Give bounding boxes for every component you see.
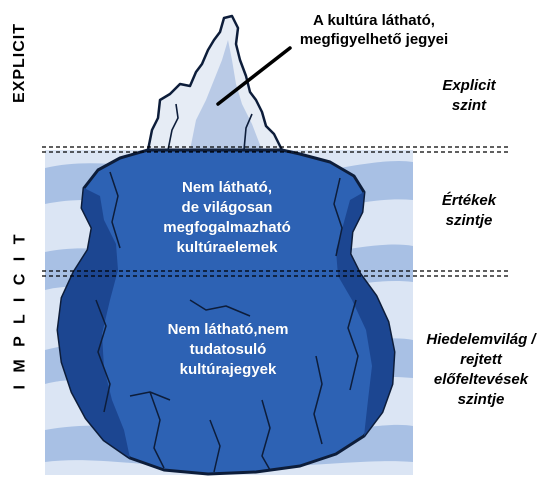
level-label-beliefs: Hiedelemvilág / rejtett előfeltevések sz…: [426, 330, 535, 410]
level-label-line: szintje: [442, 211, 496, 231]
level-label-values: Értékek szintje: [442, 191, 496, 231]
callout-line-1: A kultúra látható,: [300, 11, 448, 30]
level-label-line: Explicit: [442, 76, 495, 96]
inside-label-line: Nem látható,: [163, 178, 291, 198]
level-label-line: előfeltevések: [426, 370, 535, 390]
iceberg-upper-label: Nem látható, de világosan megfogalmazhat…: [163, 178, 291, 258]
level-label-line: szintje: [426, 390, 535, 410]
inside-label-line: kultúraelemek: [163, 238, 291, 258]
inside-label-line: kultúrajegyek: [168, 360, 289, 380]
inside-label-line: megfogalmazható: [163, 218, 291, 238]
level-label-line: rejtett: [426, 350, 535, 370]
level-label-line: Hiedelemvilág /: [426, 330, 535, 350]
inside-label-line: tudatosuló: [168, 340, 289, 360]
level-label-line: szint: [442, 96, 495, 116]
explicit-axis-label: EXPLICIT: [11, 18, 29, 108]
implicit-axis-label: I M P L I C I T: [12, 223, 30, 398]
level-label-line: Értékek: [442, 191, 496, 211]
inside-label-line: Nem látható,nem: [168, 320, 289, 340]
iceberg-lower-label: Nem látható,nem tudatosuló kultúrajegyek: [168, 320, 289, 380]
callout-line-2: megfigyelhető jegyei: [300, 30, 448, 49]
callout-text: A kultúra látható, megfigyelhető jegyei: [300, 11, 448, 49]
inside-label-line: de világosan: [163, 198, 291, 218]
level-label-explicit: Explicit szint: [442, 76, 495, 116]
